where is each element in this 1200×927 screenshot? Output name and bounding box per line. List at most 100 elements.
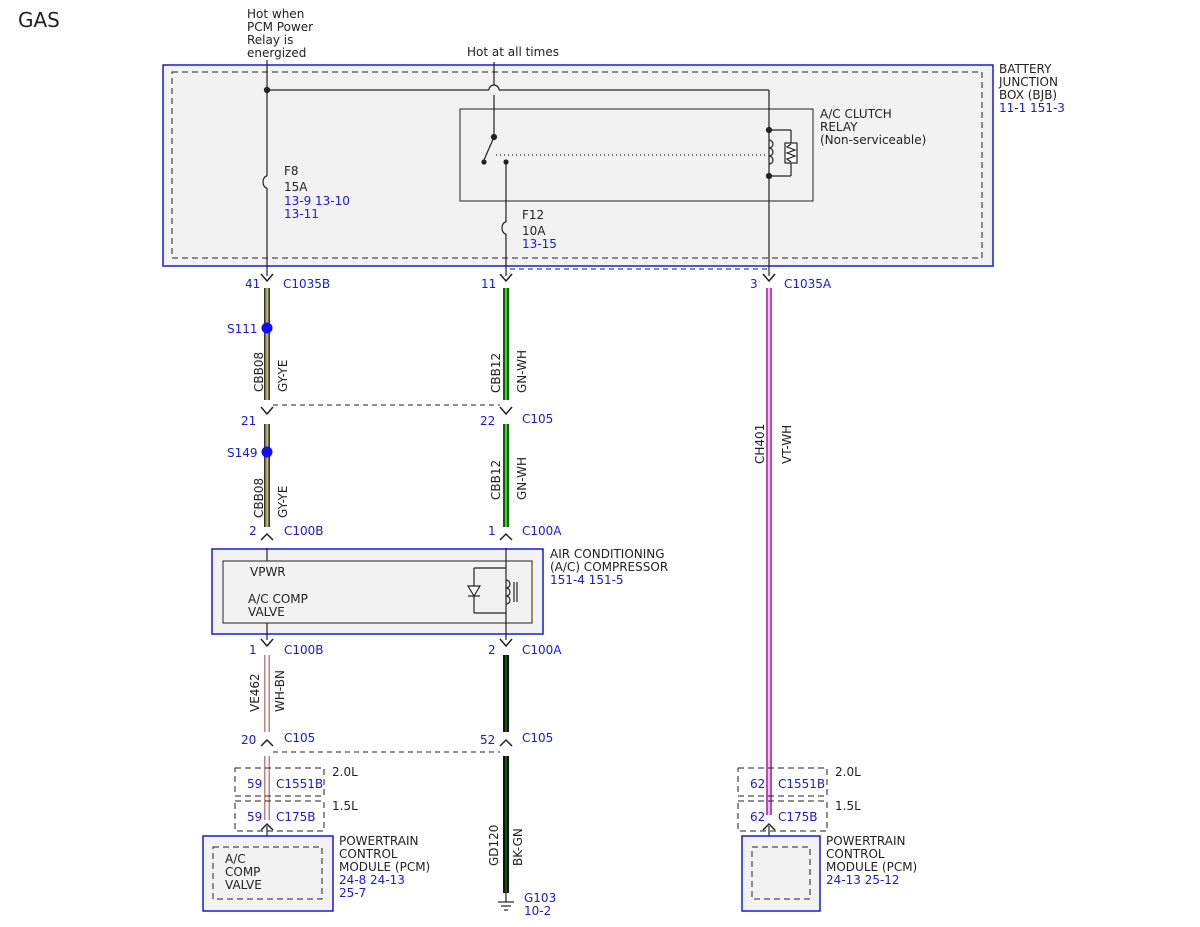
pin-62-c175b: 62 — [750, 810, 765, 824]
pin-3: 3 — [750, 277, 758, 291]
svg-text:13-9 13-10: 13-9 13-10 — [284, 194, 350, 208]
splice-s111-label: S111 — [227, 322, 258, 336]
vpwr-label: VPWR — [250, 565, 286, 579]
pin-1-c100a: 1 — [488, 524, 496, 538]
fuse-f8: F8 15A 13-9 13-10 13-11 — [284, 164, 350, 221]
connector-c100a-bottom: C100A — [522, 643, 562, 657]
svg-text:MODULE (PCM): MODULE (PCM) — [339, 860, 430, 874]
svg-text:CONTROL: CONTROL — [339, 847, 398, 861]
splice-s111 — [261, 322, 273, 334]
c1551b-left-box — [234, 767, 325, 797]
engine-2-0l-right: 2.0L — [835, 765, 861, 779]
svg-text:RELAY: RELAY — [820, 120, 858, 134]
svg-text:GY-YE: GY-YE — [276, 360, 290, 392]
wire-label-w6: VE462 WH-BN — [248, 670, 287, 712]
svg-text:energized: energized — [247, 46, 306, 60]
wire-label-w3: CBB12 GN-WH — [489, 350, 529, 393]
svg-text:CBB12: CBB12 — [489, 460, 503, 500]
connector-c1551b-left: C1551B — [276, 777, 323, 791]
pcm-right-label: POWERTRAIN CONTROL MODULE (PCM) 24-13 25… — [826, 834, 917, 887]
c175b-left-box — [234, 800, 325, 832]
svg-text:VT-WH: VT-WH — [780, 425, 794, 464]
svg-text:CBB08: CBB08 — [252, 352, 266, 392]
svg-text:VALVE: VALVE — [248, 605, 285, 619]
svg-text:Relay is: Relay is — [247, 33, 293, 47]
bjb-inner-outline — [171, 71, 983, 259]
ac-comp-valve-label: A/C COMP VALVE — [248, 592, 308, 619]
svg-text:F12: F12 — [522, 208, 544, 222]
svg-text:PCM Power: PCM Power — [247, 20, 313, 34]
wire-label-w7: GD120 BK-GN — [487, 825, 525, 866]
svg-text:GN-WH: GN-WH — [515, 350, 529, 393]
svg-text:(A/C) COMPRESSOR: (A/C) COMPRESSOR — [550, 560, 668, 574]
pin-59-c175b: 59 — [247, 810, 262, 824]
wire-label-w2: CBB08 GY-YE — [252, 478, 290, 518]
svg-text:JUNCTION: JUNCTION — [998, 75, 1058, 89]
compressor-internal — [266, 548, 518, 640]
relay-label: A/C CLUTCH RELAY (Non-serviceable) — [820, 107, 926, 147]
svg-text:BATTERY: BATTERY — [999, 62, 1052, 76]
svg-text:10A: 10A — [522, 224, 546, 238]
connector-c105-upper: C105 — [522, 412, 553, 426]
svg-text:AIR CONDITIONING: AIR CONDITIONING — [550, 547, 665, 561]
svg-text:POWERTRAIN: POWERTRAIN — [826, 834, 906, 848]
engine-1-5l-left: 1.5L — [332, 799, 358, 813]
bjb-internal-wiring — [262, 60, 798, 276]
connector-c175b-left: C175B — [276, 810, 316, 824]
wire-label-w5: CH401 VT-WH — [753, 424, 794, 464]
connector-c100b-top: C100B — [284, 524, 324, 538]
pin-62-c1551b: 62 — [750, 777, 765, 791]
svg-text:COMP: COMP — [225, 865, 260, 879]
svg-text:CONTROL: CONTROL — [826, 847, 885, 861]
svg-text:13-15: 13-15 — [522, 237, 557, 251]
bjb-label: BATTERY JUNCTION BOX (BJB) 11-1 151-3 — [998, 62, 1065, 115]
ground-g103: G103 — [524, 891, 556, 905]
pin-11: 11 — [481, 277, 496, 291]
svg-text:A/C COMP: A/C COMP — [248, 592, 308, 606]
svg-text:CBB12: CBB12 — [489, 353, 503, 393]
ac-compressor-label: AIR CONDITIONING (A/C) COMPRESSOR 151-4 … — [550, 547, 668, 587]
connector-c100b-bottom: C100B — [284, 643, 324, 657]
svg-text:24-8 24-13: 24-8 24-13 — [339, 873, 405, 887]
svg-text:CBB08: CBB08 — [252, 478, 266, 518]
pin-2-c100a-bottom: 2 — [488, 643, 496, 657]
connector-c1035a: C1035A — [784, 277, 832, 291]
pcm-left-inner-label: A/C COMP VALVE — [225, 852, 262, 892]
connector-c100a-top: C100A — [522, 524, 562, 538]
svg-text:11-1 151-3: 11-1 151-3 — [999, 101, 1065, 115]
svg-text:F8: F8 — [284, 164, 299, 178]
pin-21: 21 — [241, 414, 256, 428]
pin-52: 52 — [480, 733, 495, 747]
svg-text:BOX (BJB): BOX (BJB) — [999, 88, 1057, 102]
svg-text:WH-BN: WH-BN — [273, 670, 287, 712]
svg-text:25-7: 25-7 — [339, 886, 366, 900]
splice-s149-label: S149 — [227, 446, 258, 460]
svg-text:15A: 15A — [284, 180, 308, 194]
connector-c105-mid: C105 — [522, 731, 553, 745]
pin-1-c100b-bottom: 1 — [249, 643, 257, 657]
pcm-left-label: POWERTRAIN CONTROL MODULE (PCM) 24-8 24-… — [339, 834, 430, 900]
diagram-title: GAS — [18, 8, 60, 32]
c1551b-right-box — [737, 767, 828, 797]
svg-text:13-11: 13-11 — [284, 207, 319, 221]
svg-text:(Non-serviceable): (Non-serviceable) — [820, 133, 926, 147]
svg-text:VE462: VE462 — [248, 673, 262, 712]
ground-ref: 10-2 — [524, 904, 551, 918]
connector-c1551b-right: C1551B — [778, 777, 825, 791]
c175b-right-box — [737, 800, 828, 832]
svg-text:GD120: GD120 — [487, 825, 501, 866]
pin-2-c100b: 2 — [249, 524, 257, 538]
pcm-left-inner — [212, 846, 323, 900]
engine-1-5l-right: 1.5L — [835, 799, 861, 813]
pin-20: 20 — [241, 733, 256, 747]
hot-when-pcm-note: Hot when PCM Power Relay is energized — [247, 7, 313, 60]
pin-59-c1551b: 59 — [247, 777, 262, 791]
splice-s149 — [261, 446, 273, 458]
svg-text:VALVE: VALVE — [225, 878, 262, 892]
svg-text:BK-GN: BK-GN — [511, 828, 525, 866]
connector-chevrons — [260, 273, 776, 831]
svg-text:GN-WH: GN-WH — [515, 457, 529, 500]
wire-label-w4: CBB12 GN-WH — [489, 457, 529, 500]
svg-text:151-4 151-5: 151-4 151-5 — [550, 573, 624, 587]
svg-text:Hot when: Hot when — [247, 7, 304, 21]
